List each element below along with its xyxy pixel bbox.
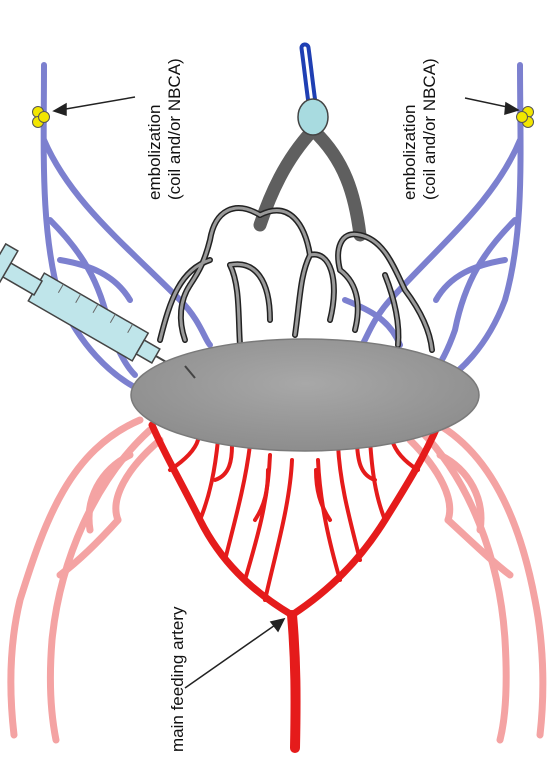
svg-text:main feeding artery: main feeding artery — [168, 606, 187, 752]
avm-nidus — [131, 339, 479, 451]
svg-text:(coil and/or NBCA): (coil and/or NBCA) — [165, 58, 184, 200]
coil-icon — [33, 107, 534, 128]
label-embolization-left: embolization (coil and/or NBCA) — [145, 58, 184, 200]
venous-drainage-network — [160, 130, 432, 350]
label-embolization-right: embolization (coil and/or NBCA) — [400, 58, 439, 200]
label-main-feeding-artery: main feeding artery — [168, 606, 187, 752]
feeding-arteries — [152, 425, 438, 748]
svg-text:embolization: embolization — [400, 105, 419, 200]
venous-sac — [298, 99, 328, 135]
svg-text:embolization: embolization — [145, 105, 164, 200]
collateral-arteries — [11, 420, 543, 740]
svg-text:(coil and/or NBCA): (coil and/or NBCA) — [420, 58, 439, 200]
